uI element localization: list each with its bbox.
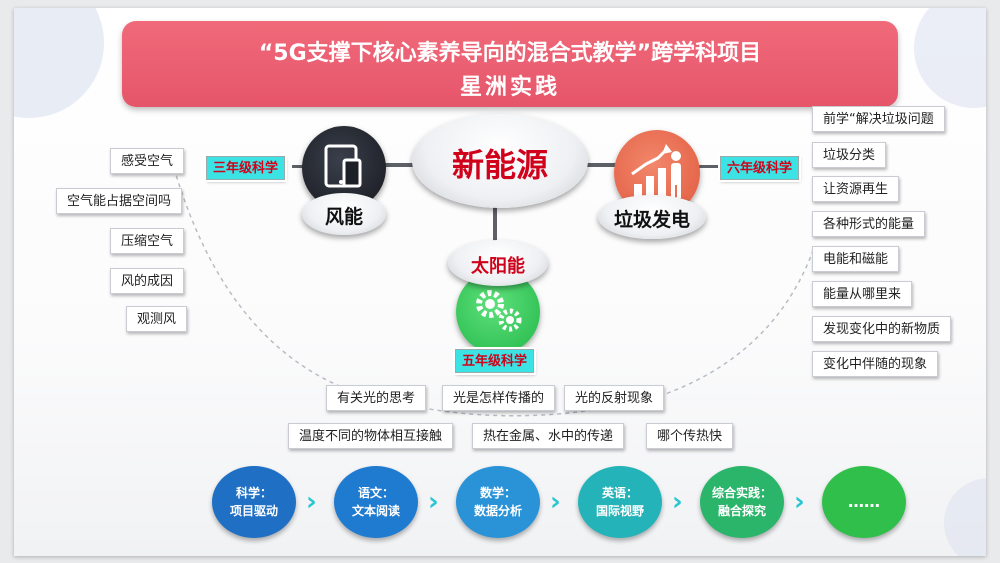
subject-circle-math: 数学： 数据分析 <box>456 466 540 538</box>
wind-topic: 空气能占据空间吗 <box>56 188 183 214</box>
center-label: 新能源 <box>451 146 548 184</box>
subject-line-1: 综合实践： <box>711 486 772 500</box>
garbage-topic: 变化中伴随的现象 <box>812 351 939 377</box>
solar-topic: 有关光的思考 <box>326 385 427 411</box>
slide: “5G支撑下核心素养导向的混合式教学”跨学科项目 星洲实践 风能 新能源 <box>14 8 986 556</box>
wind-label-oval: 风能 <box>302 193 386 235</box>
solar-topic: 温度不同的物体相互接触 <box>288 423 454 449</box>
subject-line-2: 文本阅读 <box>351 504 400 518</box>
garbage-topic: 能量从哪里来 <box>812 281 913 307</box>
solar-topic: 光是怎样传播的 <box>442 385 556 411</box>
garbage-label-oval: 垃圾发电 <box>598 195 706 239</box>
garbage-topic: 各种形式的能量 <box>812 211 926 237</box>
solar-label-oval: 太阳能 <box>448 240 548 286</box>
subject-circle-more: …… <box>822 466 906 538</box>
tablet-phone-icon <box>324 144 362 188</box>
wind-label: 风能 <box>324 206 363 228</box>
subject-circle-science: 科学： 项目驱动 <box>212 466 296 538</box>
wind-topic: 感受空气 <box>110 148 185 174</box>
garbage-topic: 前学“解决垃圾问题 <box>812 106 945 132</box>
title-line-2: 星洲实践 <box>459 75 560 100</box>
subject-line-1: 英语： <box>601 486 638 500</box>
garbage-topic: 垃圾分类 <box>812 142 887 168</box>
grade-label-garbage: 六年级科学 <box>720 156 800 180</box>
subject-circle-practice: 综合实践： 融合探究 <box>700 466 784 538</box>
subject-line-2: 融合探究 <box>717 504 766 518</box>
subject-line-1: …… <box>848 492 880 511</box>
title-banner: “5G支撑下核心素养导向的混合式教学”跨学科项目 星洲实践 <box>122 21 898 107</box>
chevron-right-icon: › <box>428 487 439 517</box>
subject-line-2: 国际视野 <box>595 504 644 518</box>
connector-grade6 <box>690 165 720 168</box>
subject-circle-english: 英语： 国际视野 <box>578 466 662 538</box>
connector-solar <box>493 198 497 258</box>
chevron-right-icon: › <box>306 487 317 517</box>
wind-topic: 观测风 <box>126 306 188 332</box>
subject-line-1: 科学： <box>235 486 272 500</box>
subject-line-1: 数学： <box>479 486 516 500</box>
garbage-topic: 电能和磁能 <box>812 246 900 272</box>
solar-topic: 哪个传热快 <box>646 423 734 449</box>
subject-circle-chinese: 语文： 文本阅读 <box>334 466 418 538</box>
chevron-right-icon: › <box>794 487 805 517</box>
grade-label-solar: 五年级科学 <box>455 349 535 373</box>
solar-topic: 热在金属、水中的传递 <box>472 423 625 449</box>
subject-line-2: 项目驱动 <box>229 504 278 518</box>
growth-chart-person-icon <box>631 144 681 198</box>
dashed-orbit <box>173 167 815 417</box>
title-line-1: “5G支撑下核心素养导向的混合式教学”跨学科项目 <box>258 41 762 66</box>
chevron-right-icon: › <box>550 487 561 517</box>
solar-label: 太阳能 <box>471 256 525 277</box>
center-oval: 新能源 <box>412 114 588 208</box>
grade-label-wind: 三年级科学 <box>206 156 286 180</box>
subject-line-1: 语文： <box>357 486 394 500</box>
subject-line-2: 数据分析 <box>473 504 522 518</box>
garbage-label: 垃圾发电 <box>613 209 690 231</box>
gears-icon <box>476 290 522 332</box>
solar-topic: 光的反射现象 <box>564 385 665 411</box>
wind-topic: 压缩空气 <box>110 228 185 254</box>
garbage-topic: 让资源再生 <box>812 176 900 202</box>
garbage-topic: 发现变化中的新物质 <box>812 316 952 342</box>
wind-topic: 风的成因 <box>110 268 185 294</box>
connector-wind <box>354 163 432 167</box>
chevron-right-icon: › <box>672 487 683 517</box>
